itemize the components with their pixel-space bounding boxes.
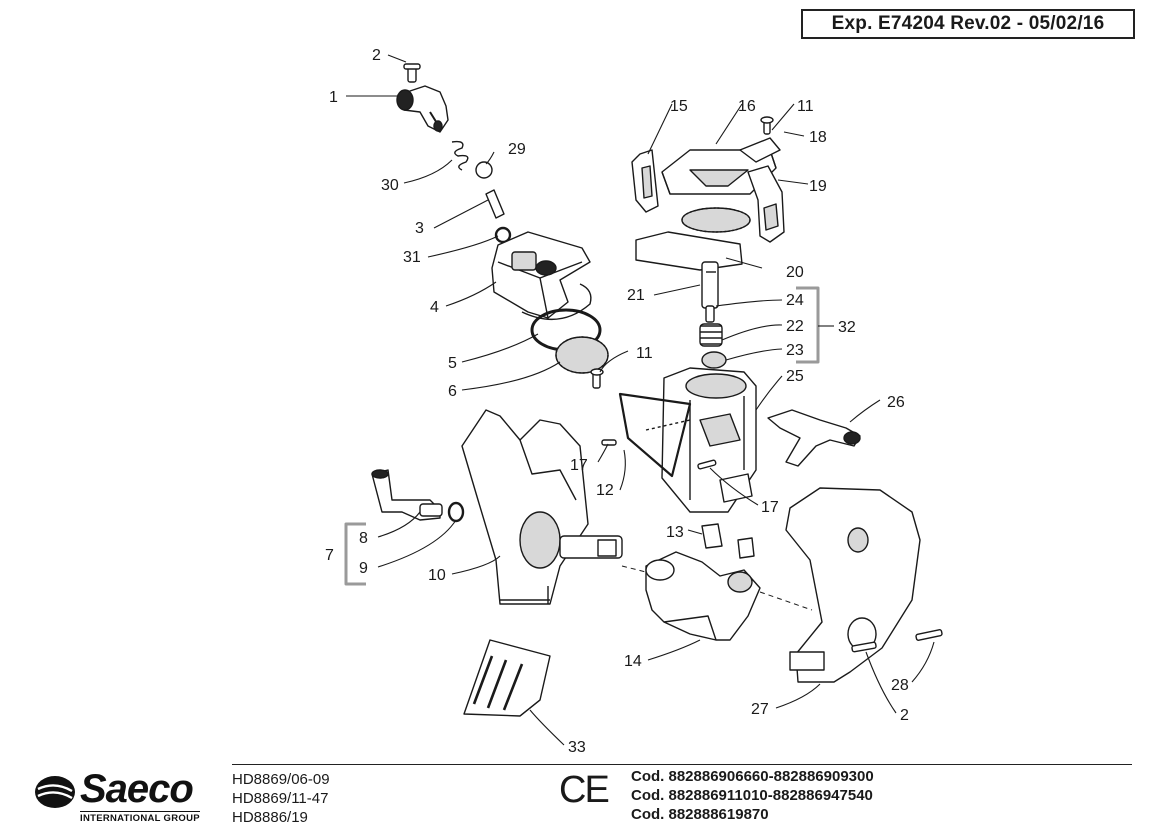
callout-18: 18 [809,129,827,146]
callout-6: 6 [448,383,457,400]
callout-33: 33 [568,739,586,756]
product-code: Cod. 882886906660-882886909300 [631,768,874,785]
callout-11-left: 11 [636,345,653,362]
callout-30: 30 [381,177,399,194]
part-19-side-bracket[interactable] [747,165,785,243]
part-27-right-frame[interactable] [785,487,921,683]
model-number: HD8869/06-09 [232,771,330,788]
part-21-shaft[interactable] [701,261,719,309]
part-33-drip-cover[interactable] [463,639,551,717]
part-9-o-ring[interactable] [447,501,465,523]
callout-32: 32 [838,319,856,336]
callout-21: 21 [627,287,645,304]
callout-4: 4 [430,299,439,316]
callout-15: 15 [670,98,688,115]
callout-20: 20 [786,264,804,281]
callout-11-right: 11 [797,98,814,115]
callout-29: 29 [508,141,526,158]
product-code: Cod. 882886911010-882886947540 [631,787,873,804]
part-16-funnel-head[interactable] [661,149,777,195]
part-20-filter-disc-tray[interactable] [635,207,751,271]
part-3-pin[interactable] [485,189,505,219]
part-26-lever-arm[interactable] [767,409,861,467]
callout-17-left: 17 [570,457,588,474]
callout-24: 24 [786,292,804,309]
model-list: HD8869/06-09 HD8869/11-47 HD8886/19 [232,770,330,827]
part-1-valve[interactable] [396,85,449,133]
footer-divider [232,764,1132,765]
callout-7: 7 [325,547,334,564]
product-code: Cod. 882888619870 [631,806,769,823]
document-reference-box: Exp. E74204 Rev.02 - 05/02/16 [801,9,1135,39]
part-6-filter[interactable] [555,336,609,374]
callout-17-right: 17 [761,499,779,516]
part-30-spring[interactable] [451,140,469,171]
part-28-screw[interactable] [915,629,943,641]
callout-10: 10 [428,567,446,584]
callout-16: 16 [738,98,756,115]
callout-28: 28 [891,677,909,694]
part-17-screw-right[interactable] [697,459,717,470]
brand-tagline: INTERNATIONAL GROUP [80,811,200,824]
callout-1: 1 [329,89,338,106]
callout-13: 13 [666,524,684,541]
callout-25: 25 [786,368,804,385]
callout-2-top: 2 [372,47,381,64]
part-2-screw-top[interactable] [403,63,421,83]
part-12-gasket[interactable] [618,392,692,478]
part-2-screw-bottom[interactable] [851,641,877,653]
part-13-block-2[interactable] [737,537,755,559]
callout-27: 27 [751,701,769,718]
part-14-crank[interactable] [645,551,761,641]
part-8-connector[interactable] [371,469,443,521]
part-22-spring[interactable] [699,323,723,347]
brand-name: Saeco [80,767,194,811]
callout-26: 26 [887,394,905,411]
callout-14: 14 [624,653,642,670]
callout-19: 19 [809,178,827,195]
part-15-clip[interactable] [631,149,659,213]
saeco-swoosh-icon [35,776,75,808]
callout-23: 23 [786,342,804,359]
part-10-left-frame[interactable] [461,409,623,605]
callout-22: 22 [786,318,804,335]
part-23-cap[interactable] [701,351,727,369]
part-17-screw-left[interactable] [601,439,617,446]
callout-8: 8 [359,530,368,547]
part-18-lever[interactable] [739,137,781,163]
document-reference: Exp. E74204 Rev.02 - 05/02/16 [831,13,1105,34]
part-13-block-1[interactable] [701,523,723,549]
callout-9: 9 [359,560,368,577]
callout-5: 5 [448,355,457,372]
part-24-pin[interactable] [705,305,715,323]
part-11-screw-right[interactable] [760,116,774,135]
callout-31: 31 [403,249,421,266]
model-number: HD8886/19 [232,809,308,826]
part-29-ball[interactable] [475,161,493,179]
brand-logo: Saeco INTERNATIONAL GROUP [32,765,212,824]
callout-12: 12 [596,482,614,499]
ce-mark: CE [559,769,610,811]
callout-2-bottom: 2 [900,707,909,724]
code-list: Cod. 882886906660-882886909300 Cod. 8828… [631,767,874,824]
part-25-brew-body[interactable] [661,367,757,513]
part-31-o-ring[interactable] [494,226,512,244]
part-4-valve-body[interactable] [491,231,592,321]
bracket-7 [344,522,366,586]
bracket-32 [796,286,820,364]
callout-3: 3 [415,220,424,237]
part-11-screw-left[interactable] [590,368,604,389]
model-number: HD8869/11-47 [232,790,329,807]
